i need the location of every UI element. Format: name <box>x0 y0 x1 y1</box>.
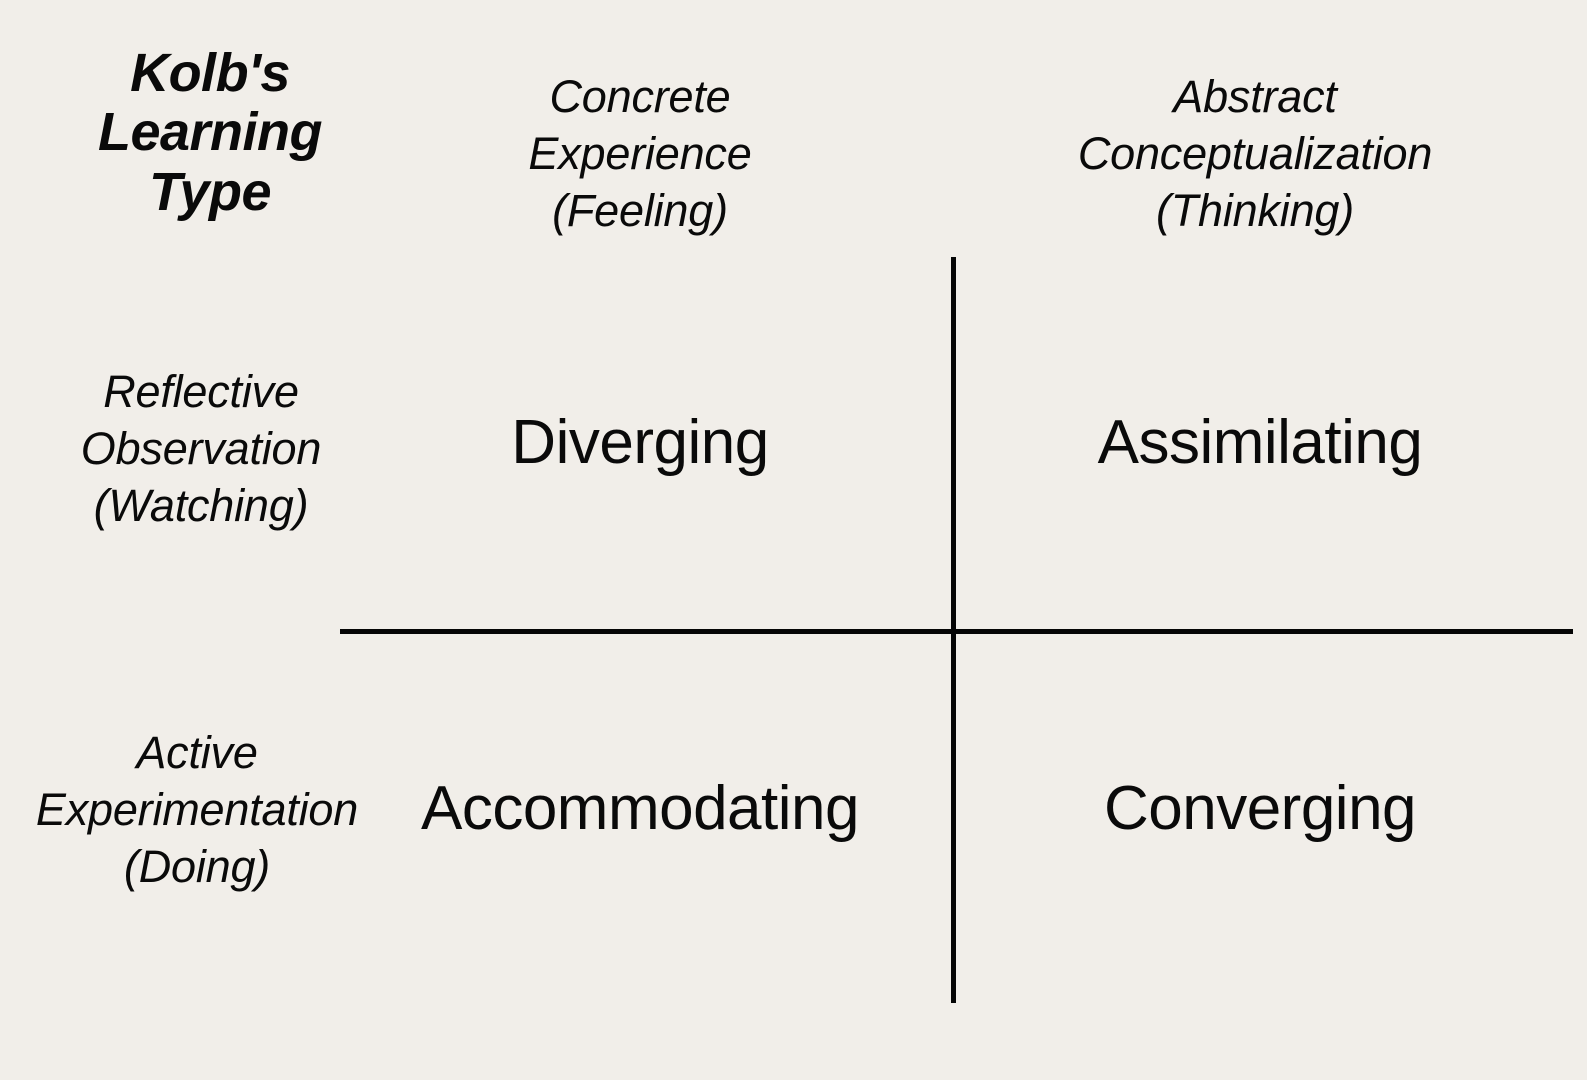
horizontal-divider-line <box>340 629 1573 634</box>
quadrant-label-diverging: Diverging <box>511 408 769 477</box>
page-title: Kolb's Learning Type <box>97 43 323 222</box>
row-header-active-experimentation: Active Experimentation (Doing) <box>35 727 359 893</box>
quadrant-label-converging: Converging <box>1103 774 1417 843</box>
quadrant-label-accommodating: Accommodating <box>420 774 860 843</box>
column-header-abstract-conceptualization: Abstract Conceptualization (Thinking) <box>1077 71 1433 237</box>
column-header-concrete-experience: Concrete Experience (Feeling) <box>528 71 752 237</box>
quadrant-label-assimilating: Assimilating <box>1097 408 1423 477</box>
row-header-reflective-observation: Reflective Observation (Watching) <box>80 366 322 532</box>
